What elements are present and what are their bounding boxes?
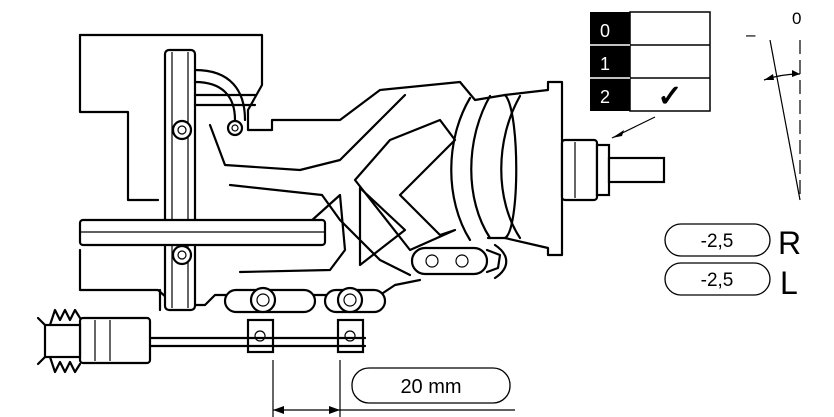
horizontal-plate (78, 218, 327, 247)
dimension-20mm (272, 360, 515, 417)
setting-right: -2,5 R (664, 223, 801, 261)
table-row-0-label: 0 (600, 21, 610, 41)
linkage-end (410, 243, 508, 280)
table-row-2-label: 2 (600, 87, 610, 107)
angle-zero-label: 0 (792, 9, 801, 28)
setting-left-value: -2,5 (701, 270, 734, 291)
angle-dash-label: – (746, 25, 756, 44)
angle-indicator (763, 39, 801, 201)
setting-right-side: R (778, 225, 801, 261)
slotted-mounts (223, 286, 387, 354)
table-leader (611, 116, 656, 139)
setting-right-value: -2,5 (701, 231, 734, 252)
setting-table: 0 1 2 ✓ (590, 11, 711, 113)
check-icon: ✓ (657, 80, 682, 113)
dimension-label: 20 mm (400, 376, 461, 398)
setting-left: -2,5 L (664, 262, 798, 301)
axle-shaft (560, 138, 666, 202)
dimension-label-pill: 20 mm (351, 367, 511, 404)
screw-heads (171, 119, 244, 266)
table-row-1-label: 1 (600, 54, 610, 74)
part-outline (78, 33, 564, 312)
setting-left-side: L (780, 265, 798, 301)
steering-rod (36, 308, 367, 374)
